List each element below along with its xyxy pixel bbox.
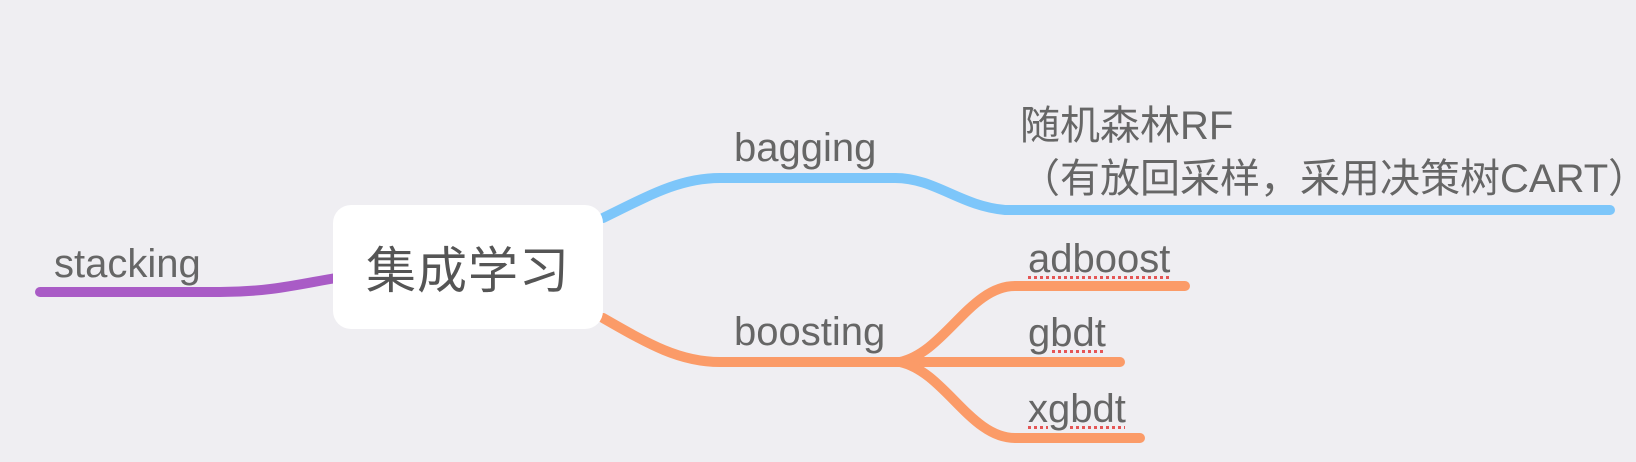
connector-xgbdt — [895, 357, 1145, 443]
node-gbdt[interactable]: gbdt — [1028, 311, 1106, 355]
root-node-label: 集成学习 — [366, 242, 570, 300]
node-random-forest[interactable]: 随机森林RF （有放回采样，采用决策树CART） — [1020, 100, 1636, 206]
node-stacking[interactable]: stacking — [54, 242, 201, 286]
root-node[interactable]: 集成学习 — [333, 205, 603, 329]
node-adboost[interactable]: adboost — [1028, 237, 1171, 281]
connector-stacking — [35, 273, 341, 297]
node-bagging[interactable]: bagging — [734, 126, 877, 170]
connector-random-forest — [890, 173, 1615, 215]
connector-adboost — [895, 281, 1190, 367]
connector-boosting — [598, 313, 905, 367]
node-random-forest-line2: （有放回采样，采用决策树CART） — [1020, 156, 1636, 201]
node-random-forest-line1: 随机森林RF — [1020, 104, 1234, 148]
node-boosting[interactable]: boosting — [734, 310, 886, 354]
node-xgbdt[interactable]: xgbdt — [1028, 387, 1126, 431]
connector-bagging — [598, 173, 900, 223]
